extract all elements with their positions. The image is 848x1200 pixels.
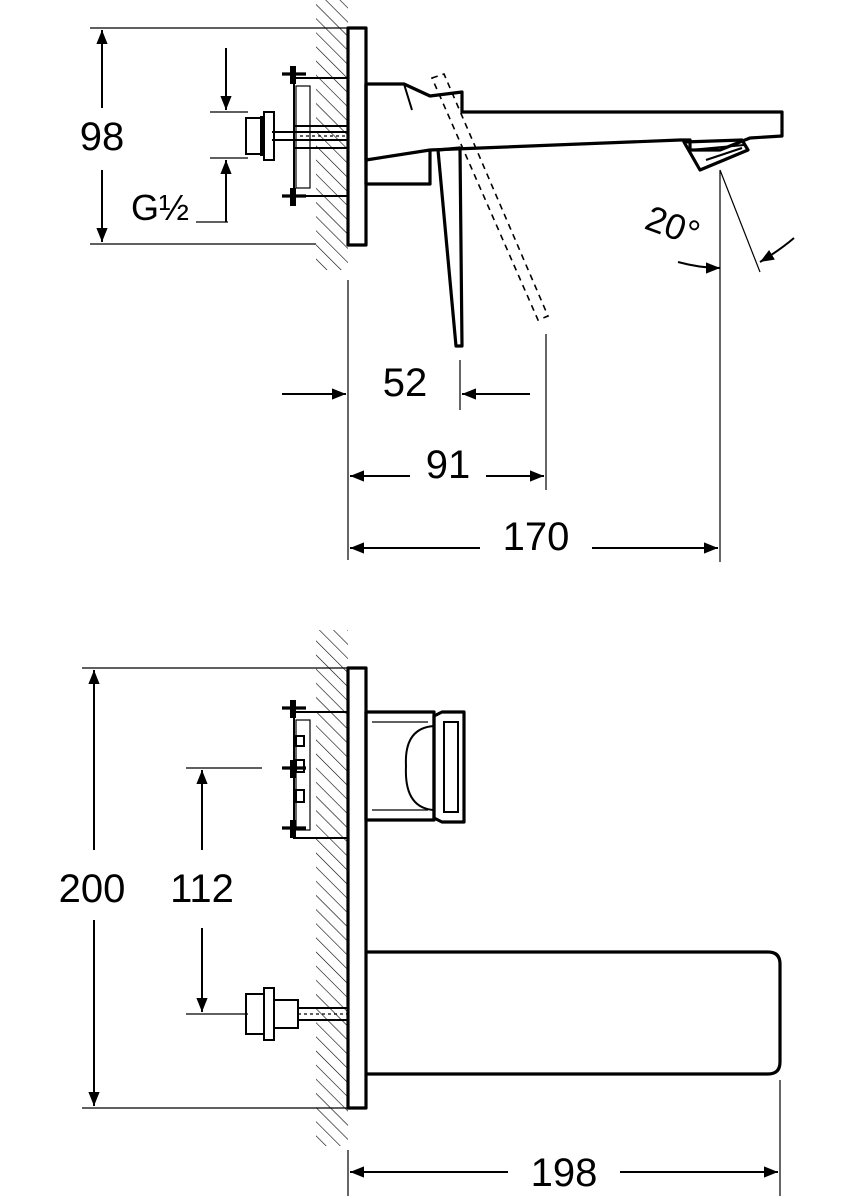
dim-198-label: 198 <box>531 1151 598 1195</box>
spout-top <box>366 950 782 1076</box>
dim-170-label: 170 <box>503 515 570 559</box>
dim-91-label: 91 <box>426 443 471 487</box>
lever-closed <box>436 146 464 348</box>
dim-112: 112 <box>170 767 262 1015</box>
dim-170: 170 <box>350 515 718 559</box>
dim-198: 198 <box>347 1080 781 1196</box>
dim-angle: 20° <box>640 169 795 562</box>
concealed-body <box>245 66 349 206</box>
wall-plate <box>346 26 368 247</box>
dim-angle-label: 20° <box>640 197 705 254</box>
dim-112-label: 112 <box>170 867 234 911</box>
lever-open <box>430 73 550 322</box>
dim-200: 200 <box>59 667 348 1109</box>
dim-91: 91 <box>350 334 547 490</box>
dim-thread-label: G½ <box>131 187 189 228</box>
dim-98-label: 98 <box>80 115 125 159</box>
dim-98: 98 <box>80 27 348 245</box>
top-view: 98 G½ 20° 52 <box>80 0 795 562</box>
wall-hatch-bottom <box>316 630 348 1146</box>
dim-200-label: 200 <box>59 867 126 911</box>
inlet-bottom <box>245 987 348 1041</box>
wall-plate-bottom <box>346 666 368 1110</box>
dim-thread: G½ <box>131 48 248 228</box>
bottom-view: 200 112 198 <box>59 630 782 1196</box>
lever-top <box>364 710 466 824</box>
wall-hatch <box>316 0 348 270</box>
dim-52-label: 52 <box>383 361 428 405</box>
concealed-body-bottom <box>282 700 349 839</box>
spout-side <box>364 82 784 186</box>
dim-52: 52 <box>282 280 530 560</box>
